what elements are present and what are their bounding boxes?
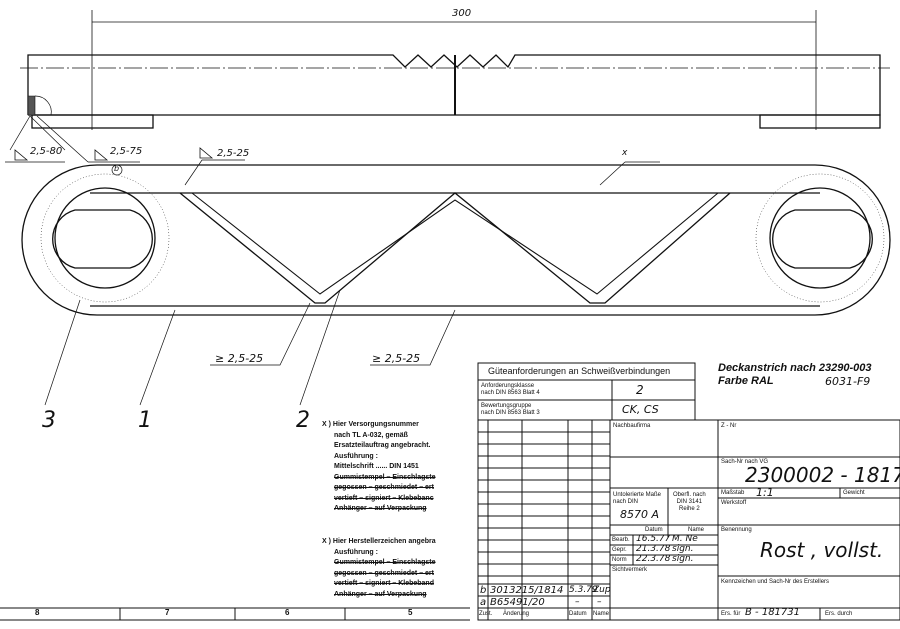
- massstab-value: 1:1: [756, 486, 774, 499]
- bearb-date: 16.5.77: [636, 534, 671, 544]
- gewicht-label: Gewicht: [843, 490, 865, 496]
- marker-x: x: [622, 148, 628, 158]
- note-line: nach TL A-032, gemäß: [334, 431, 408, 439]
- front-view-frame: [21, 147, 891, 406]
- title-block-grid: [477, 362, 900, 621]
- norm-signature: sign.: [672, 554, 694, 564]
- label-line: DIN 3141: [676, 499, 703, 505]
- rev-header-aenderung: Änderung: [503, 611, 530, 617]
- gepr-date: 21.3.78: [636, 544, 671, 554]
- part-number-3: 3: [42, 408, 56, 433]
- top-view-bar: [5, 54, 890, 176]
- ruler-label: 7: [165, 608, 170, 617]
- label-line: nach DIN 8563 Blatt 3: [481, 410, 540, 416]
- weld-symbol-label: ≥ 2,5-25: [372, 352, 421, 365]
- dimension-300: 300: [452, 8, 472, 19]
- paint-spec: Deckanstrich nach 23290-003: [718, 362, 872, 374]
- benennung-label: Benennung: [721, 527, 752, 533]
- note-line: Gummistempel – Einschlagste: [334, 559, 436, 566]
- weld-table-title: Güteanforderungen an Schweißverbindungen: [488, 366, 671, 376]
- label-line: nach DIN 8563 Blatt 4: [481, 390, 540, 396]
- rev-header-name: Name: [593, 611, 610, 617]
- revision-aenderung: B65491/20: [490, 597, 545, 608]
- note-line: vertieft – signiert – Klebeband: [334, 580, 434, 587]
- label-line: Anforderungsklasse: [481, 383, 535, 389]
- label-line: Bewertungsgruppe: [481, 403, 532, 409]
- note-line: Anhänger – auf Verpackung: [334, 505, 427, 512]
- ers-durch-label: Ers. durch: [825, 611, 853, 617]
- weld-symbol-label: 2,5-75: [110, 146, 143, 157]
- weld-group-value: CK, CS: [622, 403, 659, 416]
- datum-header: Datum: [645, 527, 663, 533]
- note-block-1: X ) Hier Versorgungsnummer nach TL A-032…: [322, 420, 467, 515]
- weld-symbol-label: ≥ 2,5-25: [215, 352, 264, 365]
- note-line: Mittelschrift ...... DIN 1451: [334, 463, 419, 470]
- ers-fuer-label: Ers. für: [721, 611, 741, 617]
- revision-datum: –: [575, 597, 580, 607]
- revision-mark-b: b: [114, 164, 120, 173]
- rev-header-datum: Datum: [569, 611, 587, 617]
- note-line: Gummistempel – Einschlagste: [334, 473, 436, 481]
- dimension-line: [91, 10, 817, 130]
- paint-color-label: Farbe RAL: [718, 375, 774, 387]
- note-line: gegossen – geschmiedet – ert: [334, 484, 434, 491]
- ers-fuer-value: B - 181731: [745, 607, 800, 618]
- rev-header-zust: Zust.: [479, 611, 493, 617]
- ruler-label: 6: [285, 608, 290, 617]
- weld-symbol-label: 2,5-25: [217, 148, 250, 159]
- norm-label: Norm: [612, 557, 627, 563]
- gepr-signature: sign.: [672, 544, 694, 554]
- note-line: Ersatzteilauftrag angebracht.: [334, 442, 431, 449]
- revision-name: –: [597, 597, 602, 607]
- kennzeichen-label: Kennzeichen und Sach-Nr des Erstellers: [721, 579, 830, 585]
- note-line: Ausführung :: [334, 452, 378, 460]
- revision-name: Zup: [593, 585, 611, 595]
- sach-nr-label: Sach-Nr nach VG: [721, 459, 769, 465]
- label-line: Oberfl. nach: [673, 492, 706, 498]
- note-line: Ausführung :: [334, 548, 378, 556]
- sichtvermerk-label: Sichtvermerk: [612, 567, 648, 573]
- ruler-label: 8: [35, 608, 40, 617]
- revision-datum: 5.3.79: [569, 585, 598, 595]
- norm-date: 22.3.78: [636, 554, 671, 564]
- gepr-label: Gepr.: [612, 547, 627, 553]
- bearb-name: M. Ne: [672, 534, 698, 544]
- bearb-label: Bearb.: [612, 537, 630, 543]
- note-line: X ) Hier Versorgungsnummer: [322, 421, 419, 428]
- note-line: gegossen – geschmiedet – ert: [334, 569, 434, 577]
- note-block-2: X ) Hier Herstellerzeichen angebra Ausfü…: [322, 537, 467, 600]
- part-number-2: 2: [296, 408, 310, 433]
- revision-zust: a: [480, 597, 487, 608]
- paint-color-value: 6031-F9: [825, 375, 871, 388]
- label-line: nach DIN: [613, 499, 639, 505]
- benennung-value: Rost , vollst.: [760, 538, 884, 562]
- nachbaufirma-label: Nachbaufirma: [613, 423, 651, 429]
- note-line: Anhänger – auf Verpackung: [334, 590, 427, 598]
- revision-zust: b: [480, 585, 487, 596]
- part-number-1: 1: [138, 408, 152, 433]
- note-line: X ) Hier Herstellerzeichen angebra: [322, 538, 436, 545]
- weld-symbol-label: 2,5-80: [30, 146, 63, 157]
- werkstoff-label: Werkstoff: [721, 500, 747, 506]
- massstab-label: Maßstab: [721, 490, 745, 496]
- label-line: Untolerierte Maße: [613, 492, 662, 498]
- oberfl-value: Reihe 2: [679, 506, 700, 512]
- note-line: vertieft – signiert – Klebebanc: [334, 494, 434, 502]
- weld-class-value: 2: [636, 383, 644, 397]
- untol-value: 8570 A: [620, 508, 660, 521]
- name-header: Name: [688, 527, 705, 533]
- sach-nr-value: 2300002 - 181731: [745, 463, 900, 487]
- revision-aenderung: 3013215/1814: [490, 585, 564, 596]
- ruler-border: [0, 607, 470, 621]
- ruler-label: 5: [408, 608, 413, 617]
- z-nr-label: Z - Nr: [721, 423, 737, 429]
